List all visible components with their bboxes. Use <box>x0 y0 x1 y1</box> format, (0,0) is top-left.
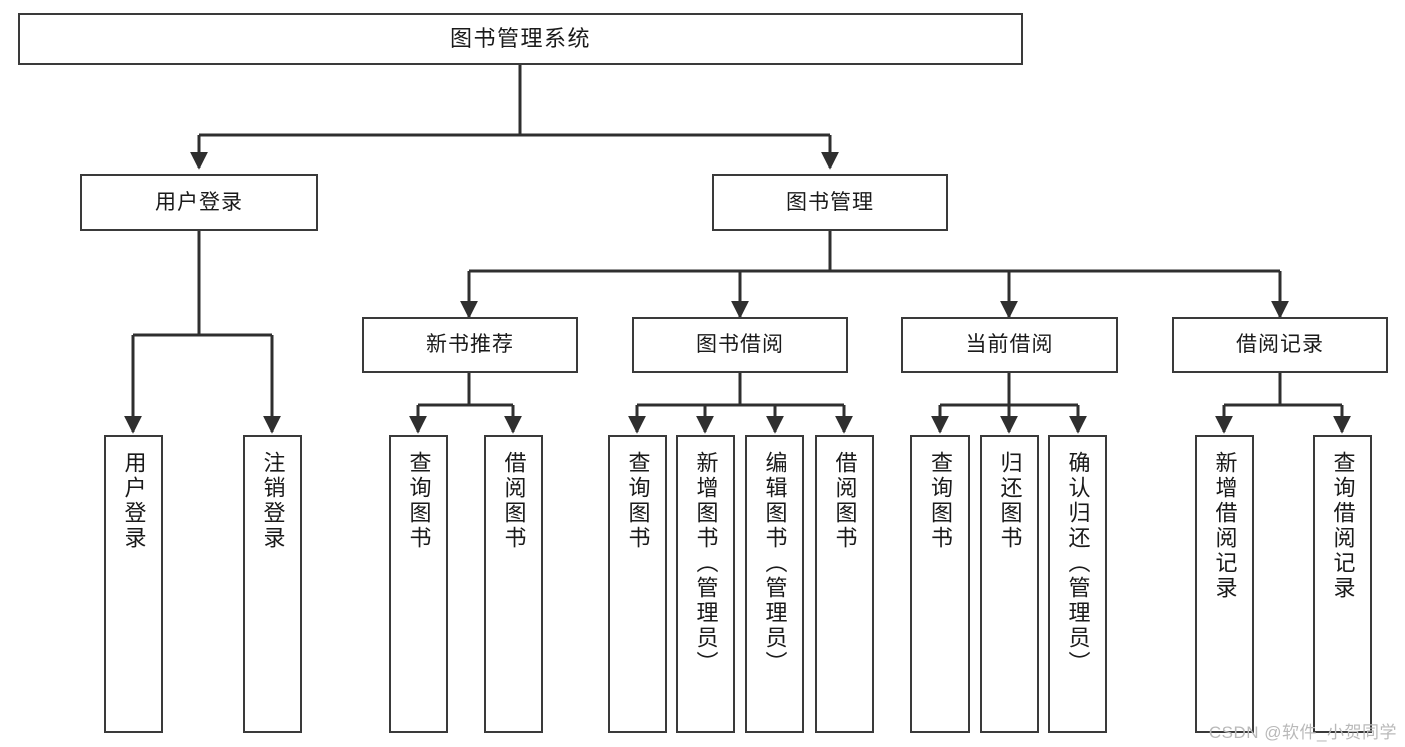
leaf-edit-book-admin-label: 编辑图书（管理员） <box>762 451 788 676</box>
node-new-book-recommend-label: 新书推荐 <box>426 333 514 357</box>
leaf-edit-book-admin[interactable]: 编辑图书（管理员） <box>745 435 804 733</box>
leaf-query-borrow-record-label: 查询借阅记录 <box>1330 451 1356 601</box>
leaf-query-book-recommend[interactable]: 查询图书 <box>389 435 448 733</box>
leaf-borrow-book[interactable]: 借阅图书 <box>815 435 874 733</box>
leaf-query-book-current-label: 查询图书 <box>928 451 953 551</box>
node-user-login-label: 用户登录 <box>155 190 243 214</box>
leaf-user-login[interactable]: 用户登录 <box>104 435 163 733</box>
leaf-borrow-book-recommend[interactable]: 借阅图书 <box>484 435 543 733</box>
node-new-book-recommend[interactable]: 新书推荐 <box>362 317 578 373</box>
node-current-borrow[interactable]: 当前借阅 <box>901 317 1118 373</box>
node-book-borrow[interactable]: 图书借阅 <box>632 317 848 373</box>
leaf-query-book-recommend-label: 查询图书 <box>406 451 432 551</box>
leaf-confirm-return-admin-label: 确认归还（管理员） <box>1065 451 1091 676</box>
leaf-query-book-current[interactable]: 查询图书 <box>910 435 970 733</box>
leaf-logout[interactable]: 注销登录 <box>243 435 302 733</box>
leaf-logout-label: 注销登录 <box>260 451 286 551</box>
node-book-borrow-label: 图书借阅 <box>696 333 784 357</box>
node-borrow-record[interactable]: 借阅记录 <box>1172 317 1388 373</box>
node-borrow-record-label: 借阅记录 <box>1236 333 1324 357</box>
leaf-return-book[interactable]: 归还图书 <box>980 435 1039 733</box>
node-user-login[interactable]: 用户登录 <box>80 174 318 231</box>
node-current-borrow-label: 当前借阅 <box>965 333 1054 357</box>
leaf-add-borrow-record-label: 新增借阅记录 <box>1212 451 1238 601</box>
leaf-borrow-book-label: 借阅图书 <box>832 451 858 551</box>
leaf-add-borrow-record[interactable]: 新增借阅记录 <box>1195 435 1254 733</box>
leaf-add-book-admin[interactable]: 新增图书（管理员） <box>676 435 735 733</box>
node-root[interactable]: 图书管理系统 <box>18 13 1023 65</box>
node-book-management[interactable]: 图书管理 <box>712 174 948 231</box>
leaf-confirm-return-admin[interactable]: 确认归还（管理员） <box>1048 435 1107 733</box>
leaf-add-book-admin-label: 新增图书（管理员） <box>693 451 719 676</box>
leaf-query-book-borrow[interactable]: 查询图书 <box>608 435 667 733</box>
leaf-borrow-book-recommend-label: 借阅图书 <box>501 451 527 551</box>
leaf-query-borrow-record[interactable]: 查询借阅记录 <box>1313 435 1372 733</box>
node-book-management-label: 图书管理 <box>786 190 874 214</box>
leaf-user-login-label: 用户登录 <box>121 451 147 551</box>
leaf-return-book-label: 归还图书 <box>997 451 1023 551</box>
csdn-watermark: CSDN @软件_小贺同学 <box>1208 723 1397 742</box>
leaf-query-book-borrow-label: 查询图书 <box>625 451 651 551</box>
node-root-label: 图书管理系统 <box>449 25 591 51</box>
